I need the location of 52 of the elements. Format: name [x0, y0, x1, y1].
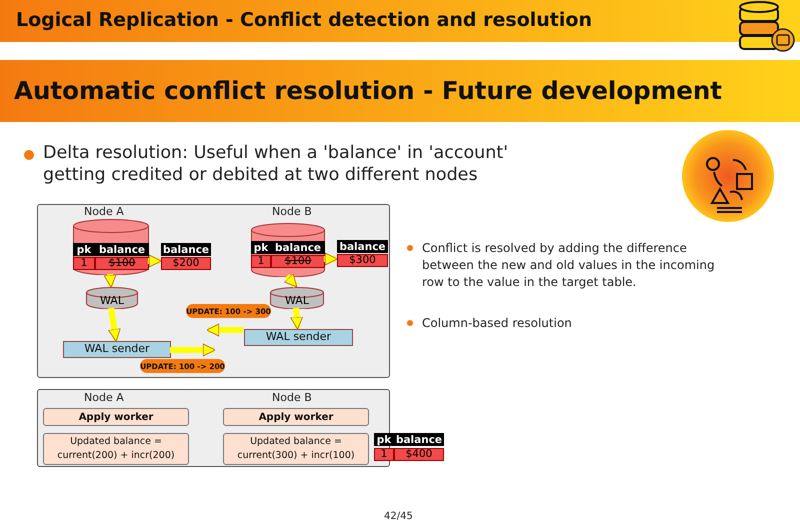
log-label: WAL [99, 293, 125, 309]
block-arrow [324, 252, 338, 266]
node-label: Node B [272, 205, 312, 219]
block-arrow [290, 308, 304, 330]
table-cell: $200 [161, 256, 211, 270]
data-table [161, 243, 211, 270]
data-table [337, 240, 388, 267]
node-label: Node B [272, 391, 312, 405]
formula-box: Updated balance = current(300) + incr(100) [223, 433, 369, 465]
table-cell: $100 [271, 254, 325, 268]
block-arrow [108, 308, 121, 342]
block-arrow [148, 254, 162, 268]
page-number: 42/45 [384, 511, 413, 524]
table-header: pk [73, 243, 95, 256]
process-box: Apply worker [223, 408, 369, 426]
database-cylinder [251, 223, 325, 277]
block-arrow [104, 274, 116, 288]
database-cylinder [73, 219, 149, 275]
table-cell: $100 [95, 256, 149, 270]
bullet-text: Conflict is resolved by adding the difference between the new and old values in the incoming row to the value in the target table. [422, 240, 716, 290]
table-header: balance [337, 240, 388, 253]
table-cell: 1 [251, 254, 271, 268]
table-header: balance [161, 243, 211, 256]
process-box: WAL sender [63, 341, 171, 358]
process-box: Apply worker [43, 408, 189, 426]
block-arrow [284, 274, 298, 288]
slide-title: Logical Replication - Conflict detection and resolution [16, 9, 592, 31]
table-header: balance [271, 241, 325, 254]
table-header: pk [374, 433, 394, 446]
block-arrow [170, 344, 216, 356]
diagram-panel [37, 389, 390, 467]
table-cell: $300 [337, 254, 388, 266]
table-header: balance [394, 433, 444, 446]
node-label: Node A [84, 205, 124, 219]
process-box: WAL sender [244, 329, 353, 346]
log-label: WAL [284, 293, 310, 309]
bullet-text: Delta resolution: Useful when a 'balance' in 'account' getting credited or debited at two different nodes [43, 143, 510, 187]
table-cell: $400 [394, 448, 444, 460]
data-table [251, 241, 325, 268]
diagram-panel [37, 204, 390, 378]
data-table [73, 243, 149, 270]
table-cell: 1 [73, 256, 95, 270]
table-cell: 1 [374, 448, 394, 460]
data-table [374, 433, 444, 462]
bullet-text: Column-based resolution [422, 316, 572, 331]
table-header: balance [95, 243, 149, 256]
table-header: pk [251, 241, 271, 254]
log-cylinder [86, 287, 138, 309]
node-label: Node A [84, 391, 124, 405]
log-cylinder [270, 287, 324, 309]
formula-box: Updated balance = current(200) + incr(200) [43, 433, 189, 465]
section-heading: Automatic conflict resolution - Future development [14, 76, 722, 107]
